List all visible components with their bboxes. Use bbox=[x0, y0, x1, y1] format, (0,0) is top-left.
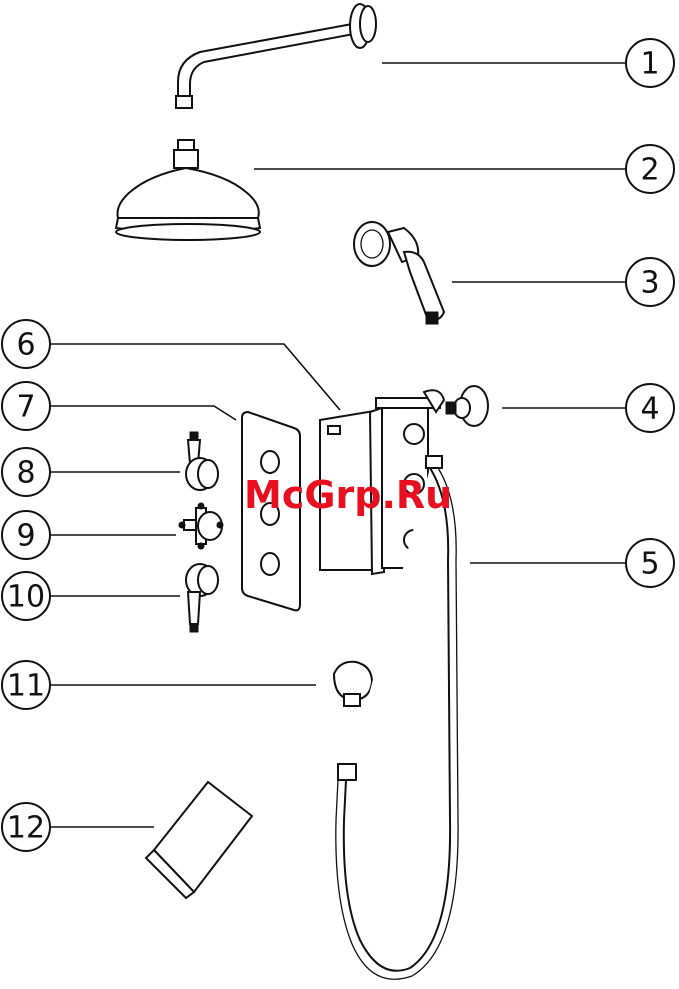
callout-3: 3 bbox=[626, 258, 674, 306]
callout-label-8: 8 bbox=[16, 456, 35, 491]
callout-5: 5 bbox=[626, 539, 674, 587]
callout-7: 7 bbox=[2, 382, 50, 430]
callout-label-6: 6 bbox=[16, 328, 35, 363]
part-hand-shower bbox=[354, 222, 444, 324]
callout-label-4: 4 bbox=[640, 392, 659, 427]
part-lever-handle-top bbox=[186, 432, 218, 490]
callout-label-10: 10 bbox=[7, 580, 45, 615]
callout-2: 2 bbox=[626, 145, 674, 193]
callout-6: 6 bbox=[2, 320, 50, 368]
leader-6 bbox=[50, 344, 340, 410]
callout-12: 12 bbox=[2, 803, 50, 851]
part-lever-handle-bottom bbox=[186, 564, 218, 632]
callout-label-1: 1 bbox=[640, 47, 659, 82]
callout-4: 4 bbox=[626, 384, 674, 432]
leader-7 bbox=[50, 406, 236, 420]
callout-8: 8 bbox=[2, 448, 50, 496]
part-shower-arm bbox=[176, 4, 376, 108]
part-instruction-booklet bbox=[146, 782, 252, 898]
callout-1: 1 bbox=[626, 39, 674, 87]
callout-10: 10 bbox=[2, 572, 50, 620]
part-wall-outlet bbox=[446, 386, 488, 426]
callout-label-7: 7 bbox=[16, 390, 35, 425]
callout-label-3: 3 bbox=[640, 266, 659, 301]
part-shower-head bbox=[116, 140, 260, 240]
callout-11: 11 bbox=[2, 661, 50, 709]
callout-label-12: 12 bbox=[7, 811, 45, 846]
callout-label-2: 2 bbox=[640, 153, 659, 188]
part-cross-handle bbox=[179, 503, 223, 549]
callout-9: 9 bbox=[2, 511, 50, 559]
watermark-text: McGrp.Ru bbox=[244, 473, 452, 517]
callout-label-5: 5 bbox=[640, 547, 659, 582]
part-wall-elbow bbox=[334, 662, 372, 706]
callout-label-11: 11 bbox=[7, 669, 45, 704]
callout-label-9: 9 bbox=[16, 519, 35, 554]
